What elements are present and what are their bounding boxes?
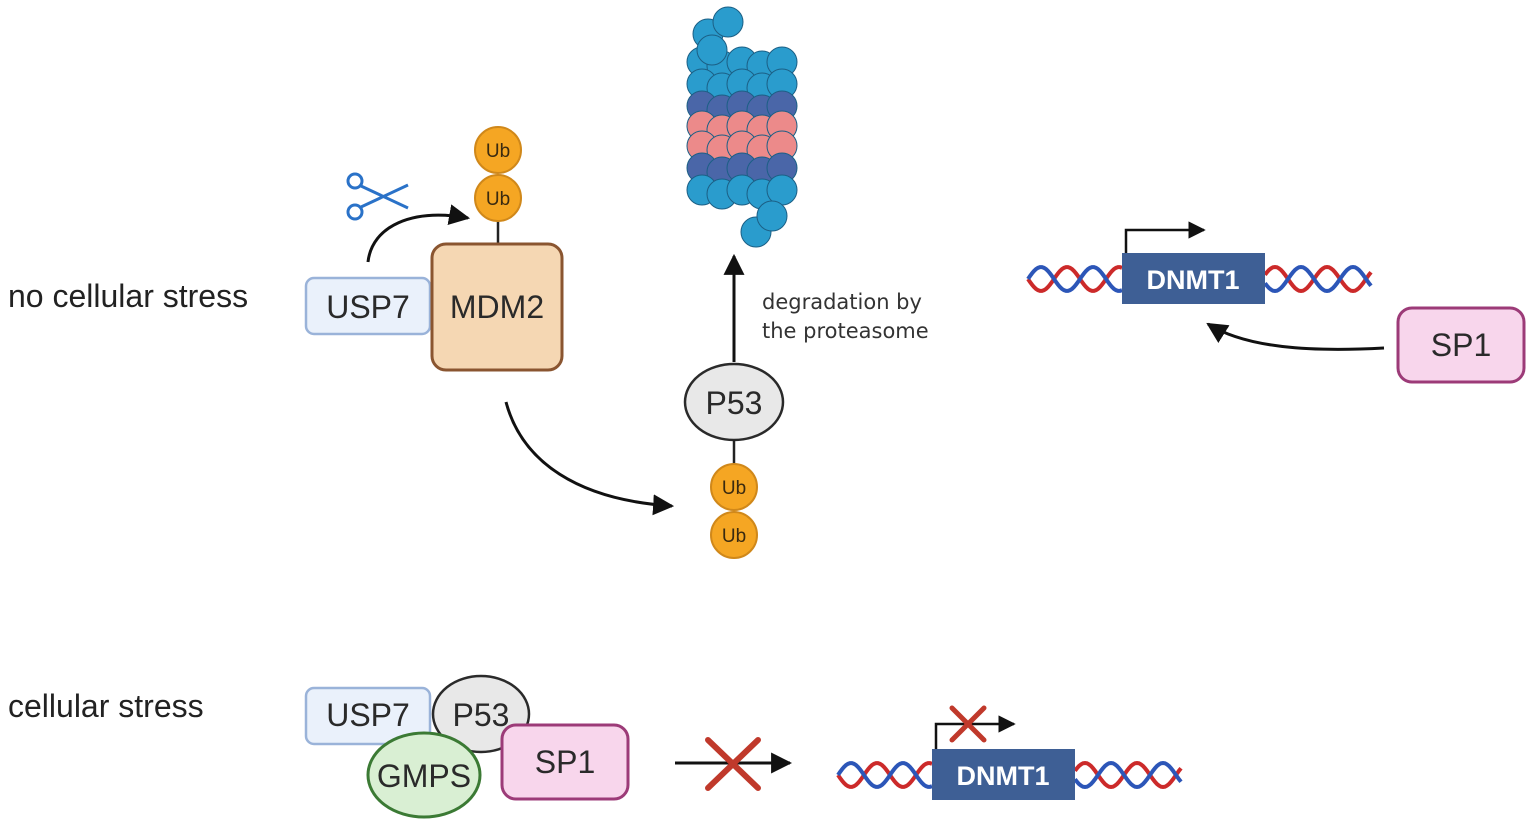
proteasome-subunit [696, 34, 728, 66]
ub-mdm2-top: Ub [474, 126, 522, 174]
svg-text:USP7: USP7 [326, 697, 410, 733]
dna-strand [836, 761, 933, 789]
transcription-start-arrow-icon-top [1124, 221, 1206, 253]
dnmt1-gene-bottom: DNMT1 [932, 749, 1075, 800]
svg-text:SP1: SP1 [535, 744, 595, 780]
svg-text:MDM2: MDM2 [450, 289, 544, 325]
dna-strand [1073, 760, 1183, 790]
usp7-box-top: USP7 [304, 276, 432, 336]
degradation-caption: degradation by the proteasome [762, 288, 929, 346]
proteasome-subunit [766, 174, 798, 206]
scissors-icon [346, 172, 409, 221]
transcription-start-arrow-icon-bottom [934, 715, 1016, 749]
dna-strand [1026, 265, 1123, 293]
svg-text:GMPS: GMPS [377, 758, 471, 794]
condition-label-no-stress: no cellular stress [8, 278, 249, 314]
mdm2-box: MDM2 [430, 242, 564, 372]
dna-strand [1073, 760, 1183, 790]
dnmt1-gene-top: DNMT1 [1122, 253, 1265, 304]
sp1-box-top: SP1 [1396, 306, 1526, 384]
mdm2-ubiquitination-arrow [504, 401, 675, 516]
p53-oval-top: P53 [683, 362, 785, 442]
dna-strand [1263, 264, 1373, 294]
svg-text:Ub: Ub [486, 189, 510, 210]
svg-text:Ub: Ub [722, 526, 746, 547]
ub-mdm2-bottom: Ub [474, 174, 522, 222]
dna-helix-icon-top [1026, 264, 1373, 294]
ub-p53-bottom: Ub [710, 511, 758, 559]
ub-p53-top: Ub [710, 463, 758, 511]
gmps-oval: GMPS [366, 731, 482, 819]
usp7-box-bottom: USP7 [304, 686, 432, 746]
inhibition-cross-icon [705, 737, 761, 791]
degradation-caption-line2: the proteasome [762, 319, 929, 343]
svg-text:USP7: USP7 [326, 289, 410, 325]
dna-helix-icon-bottom [836, 760, 1183, 790]
svg-text:DNMT1: DNMT1 [957, 761, 1050, 791]
transcription-blocked-cross-icon [949, 705, 987, 743]
usp7-deubiquitination-arrow [366, 204, 471, 263]
proteasome-icon [686, 6, 798, 248]
sp1-box-bottom: SP1 [500, 723, 630, 801]
degradation-caption-line1: degradation by [762, 290, 922, 314]
svg-text:Ub: Ub [722, 478, 746, 499]
svg-text:P53: P53 [706, 385, 763, 421]
proteasome-subunit [712, 6, 744, 38]
dna-strand [1263, 264, 1373, 294]
svg-text:Ub: Ub [486, 141, 510, 162]
condition-label-stress: cellular stress [8, 688, 204, 724]
svg-text:SP1: SP1 [1431, 327, 1491, 363]
sp1-binding-arrow [1206, 322, 1385, 351]
svg-text:P53: P53 [453, 697, 510, 733]
proteasome-subunit [756, 200, 788, 232]
svg-text:DNMT1: DNMT1 [1147, 265, 1240, 295]
